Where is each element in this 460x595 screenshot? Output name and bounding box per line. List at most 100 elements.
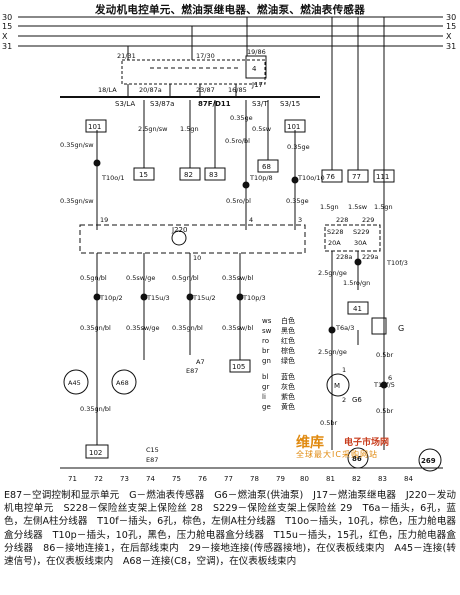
connector-label: T15u/2 xyxy=(192,294,216,302)
column-number: 80 xyxy=(300,475,309,483)
legend-code: ws xyxy=(262,317,272,325)
component-label: G6 xyxy=(352,396,362,404)
wire-label: 0.5sw/ge xyxy=(126,274,155,282)
connector-box-label: 83 xyxy=(209,171,218,179)
rail-label-31-right: 31 xyxy=(446,42,456,51)
legend-code: br xyxy=(262,347,269,355)
wire-label: 0.35gn/bl xyxy=(80,324,111,332)
wire-label: 0.5sw xyxy=(252,125,272,133)
legend-name: 棕色 xyxy=(281,346,295,355)
connector-box-label: 68 xyxy=(262,163,271,171)
connector-box-label: 76 xyxy=(326,173,335,181)
legend-code: ge xyxy=(262,403,271,411)
wire-label: 1.5sw xyxy=(348,203,368,211)
wire-label: 0.5br xyxy=(320,419,337,427)
watermark-subtitle: 全球最大IC采购网站 xyxy=(296,450,378,459)
fuel-pump-symbol xyxy=(326,373,350,397)
connector-box-label: 102 xyxy=(89,449,102,457)
connector-label: C15 xyxy=(146,446,159,454)
wire-label: 2.5gn/ge xyxy=(318,269,347,277)
diagram-title: 发动机电控单元、燃油泵继电器、燃油泵、燃油表传感器 xyxy=(95,4,365,16)
column-number: 84 xyxy=(404,475,413,483)
relay-pin: 21/31 xyxy=(117,52,136,60)
wire-label: 0.35gn/sw xyxy=(60,197,94,205)
wire-label: 0.5ro/bl xyxy=(226,197,251,205)
legend-name: 黑色 xyxy=(281,326,295,335)
rail-label-15: 15 xyxy=(2,22,12,31)
relay-number: 4 xyxy=(252,65,257,73)
connector-label: T10p/3 xyxy=(242,294,266,302)
column-number: 81 xyxy=(326,475,335,483)
legend-name: 绿色 xyxy=(281,356,295,365)
relay-pin: 18/LA xyxy=(98,86,117,94)
wire-label: 0.5br xyxy=(376,407,393,415)
component-label: 269 xyxy=(421,457,436,465)
rail-label-15-right: 15 xyxy=(446,22,456,31)
pin-number: 10 xyxy=(193,254,201,262)
component-label: 30A xyxy=(354,239,367,247)
legend-name: 红色 xyxy=(281,336,295,345)
legend-code: bl xyxy=(262,373,268,381)
connector-box-label: 15 xyxy=(139,171,148,179)
component-label: M xyxy=(334,382,340,390)
column-number: 78 xyxy=(250,475,259,483)
wire-label: 0.5br xyxy=(376,351,393,359)
pin-number: 19 xyxy=(100,216,108,224)
connector-label: T6a/3 xyxy=(335,324,354,332)
bus-label: S3/LA xyxy=(115,100,135,108)
ecu-j220-box xyxy=(79,224,306,254)
component-label: J220 xyxy=(171,226,187,234)
legend-code: li xyxy=(262,393,266,401)
connector-box-label: 105 xyxy=(232,363,245,371)
connector-box-label: 41 xyxy=(353,305,362,313)
relay-pin: 19/86 xyxy=(247,48,266,56)
bus-label: S3/87a xyxy=(150,100,174,108)
component-label: A45 xyxy=(68,379,81,387)
rail-label-30: 30 xyxy=(2,13,12,22)
wire-label: 2.5gn/ge xyxy=(318,348,347,356)
wire-label: 0.35ge xyxy=(230,114,253,122)
pin-number: 229a xyxy=(362,253,378,261)
legend-name: 白色 xyxy=(281,316,295,325)
rail-label-x: X xyxy=(2,32,8,41)
legend-name: 紫色 xyxy=(281,392,295,401)
wire-label: 0.5gn/bl xyxy=(172,274,199,282)
column-number: 79 xyxy=(276,475,285,483)
pin-number: 1 xyxy=(342,366,346,374)
column-number: 75 xyxy=(172,475,181,483)
bus-label: S3/15 xyxy=(280,100,300,108)
legend-code: ro xyxy=(262,337,269,345)
pin-number: 228 xyxy=(336,216,348,224)
wiring-diagram: 30 15 X 31 30 15 X 31 21/31 17/30 19/86 … xyxy=(2,13,456,483)
connector-box-label: 77 xyxy=(352,173,361,181)
connector-box-label: 111 xyxy=(376,173,389,181)
relay-j17-box xyxy=(121,59,266,85)
pin-number: 6 xyxy=(388,374,392,382)
wire-label: 0.35gn/bl xyxy=(172,324,203,332)
component-label: 86 xyxy=(352,455,362,463)
legend-code: gr xyxy=(262,383,269,391)
component-label: S229 xyxy=(353,228,370,236)
wire-label: 0.35gn/sw xyxy=(60,141,94,149)
wire-label: 0.5ro/bl xyxy=(225,137,250,145)
connector-label: T10f/3 xyxy=(386,259,408,267)
legend-name: 蓝色 xyxy=(281,372,295,381)
component-label: S228 xyxy=(327,228,344,236)
watermark: 维库 电子市场网 全球最大IC采购网站 xyxy=(296,432,446,462)
column-number: 82 xyxy=(352,475,361,483)
connector-label: E87 xyxy=(146,456,158,464)
column-number: 83 xyxy=(378,475,387,483)
relay-name: J17 xyxy=(251,81,263,89)
wire-label: 0.5gn/bl xyxy=(80,274,107,282)
column-number: 71 xyxy=(68,475,77,483)
connector-label: T15u/3 xyxy=(146,294,170,302)
wire-label: 1.5gn xyxy=(320,203,339,211)
rail-label-x-right: X xyxy=(446,32,452,41)
color-legend: ws 白色 sw 黑色 ro 红色 br 棕色 gn 绿色 bl 蓝色 gr 灰… xyxy=(262,316,295,411)
connector-label: T10p/8 xyxy=(249,174,273,182)
wire-label: 0.35gn/bl xyxy=(80,405,111,413)
pin-number: 2 xyxy=(342,396,346,404)
component-label: G xyxy=(398,324,404,333)
relay-pin: 16/85 xyxy=(228,86,247,94)
legend-name: 黄色 xyxy=(281,402,295,411)
